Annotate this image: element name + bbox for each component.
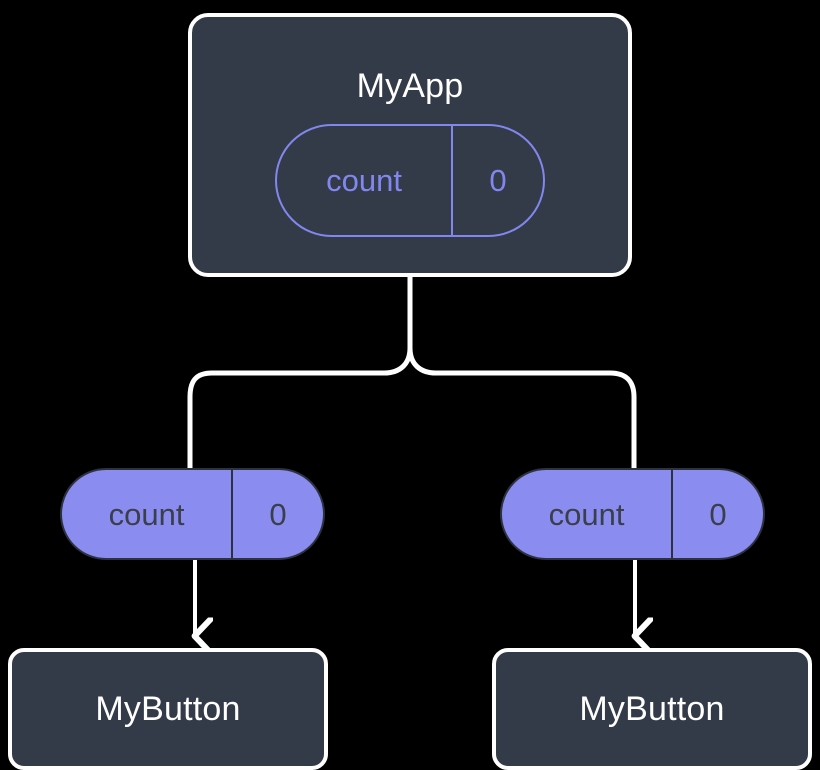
state-pill-value: 0 xyxy=(231,470,323,558)
state-pill-right-child[interactable]: count 0 xyxy=(500,468,765,560)
connector-root-to-right-branch xyxy=(407,274,637,473)
state-pill-key: count xyxy=(108,496,185,532)
component-title-mybutton: MyButton xyxy=(95,690,241,728)
state-pill-key: count xyxy=(548,496,625,532)
state-pill-value: 0 xyxy=(451,126,543,235)
component-title-mybutton: MyButton xyxy=(579,690,725,728)
state-pill-myapp[interactable]: count 0 xyxy=(275,124,545,237)
state-pill-key: count xyxy=(326,163,402,198)
connector-root-to-left-branch xyxy=(187,274,413,473)
component-title-myapp: MyApp xyxy=(356,67,464,105)
component-box-mybutton-right[interactable]: MyButton xyxy=(492,648,812,770)
state-pill-value: 0 xyxy=(671,470,763,558)
state-pill-left-child[interactable]: count 0 xyxy=(60,468,325,560)
component-box-mybutton-left[interactable]: MyButton xyxy=(8,648,328,770)
